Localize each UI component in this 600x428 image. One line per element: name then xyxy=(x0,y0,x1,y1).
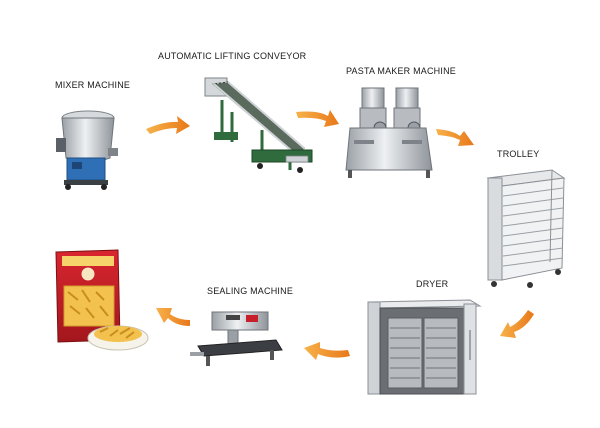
mixer-machine-icon xyxy=(56,110,118,190)
sealing-machine-icon xyxy=(190,311,283,366)
flow-arrow-3 xyxy=(436,129,474,146)
pasta-maker-icon xyxy=(345,87,433,178)
pasta-package-icon xyxy=(55,249,149,351)
flow-arrow-5 xyxy=(304,342,350,360)
conveyor-icon xyxy=(204,77,313,173)
dryer-cabinet-icon xyxy=(367,299,482,395)
step-label-trolley: TROLLEY xyxy=(497,149,540,159)
step-label-conveyor: AUTOMATIC LIFTING CONVEYOR xyxy=(158,51,307,61)
flow-arrow-4 xyxy=(500,310,534,338)
flow-arrow-1 xyxy=(146,116,190,134)
step-label-pasta-maker: PASTA MAKER MACHINE xyxy=(346,66,456,76)
step-label-sealing: SEALING MACHINE xyxy=(207,286,294,296)
step-label-mixer: MIXER MACHINE xyxy=(55,80,131,90)
flow-arrow-2 xyxy=(296,110,339,127)
trolley-rack-icon xyxy=(486,169,566,288)
step-label-dryer: DRYER xyxy=(416,279,449,289)
flow-arrow-6 xyxy=(156,308,190,326)
